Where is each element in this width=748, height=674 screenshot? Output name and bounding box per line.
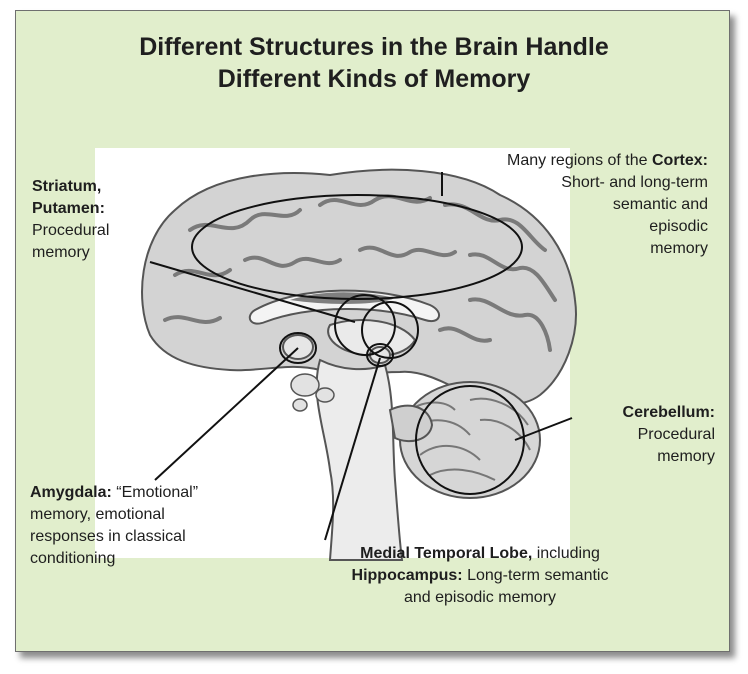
amygdala-shape [283, 335, 313, 359]
medial-temporal-line3: and episodic memory [290, 587, 670, 609]
diagram-title-line2: Different Kinds of Memory [0, 64, 748, 94]
medial-temporal-name: Medial Temporal Lobe, [360, 545, 532, 562]
amygdala-desc-4: conditioning [30, 548, 198, 570]
cerebellum-desc-2: memory [623, 446, 715, 468]
cerebellum-desc-1: Procedural [623, 424, 715, 446]
amygdala-desc-3: responses in classical [30, 526, 198, 548]
hippocampus-desc: Long-term semantic [463, 567, 609, 584]
striatum-desc-2: memory [32, 242, 109, 264]
cortex-desc-1: Short- and long-term [507, 172, 708, 194]
cerebellum-name: Cerebellum: [623, 404, 715, 421]
medial-temporal-label: Medial Temporal Lobe, including Hippocam… [290, 543, 670, 609]
cortex-prefix: Many regions of the [507, 152, 652, 169]
cerebellum-label: Cerebellum: Procedural memory [623, 402, 715, 468]
cortex-label: Many regions of the Cortex: Short- and l… [507, 150, 708, 260]
amygdala-desc-1: “Emotional” [112, 484, 198, 501]
cortex-name: Cortex: [652, 152, 708, 169]
medial-temporal-name-rest: including [532, 545, 600, 562]
striatum-label: Striatum, Putamen: Procedural memory [32, 176, 109, 264]
hippocampus-name: Hippocampus: [352, 567, 463, 584]
cortex-desc-4: memory [507, 238, 708, 260]
striatum-name-1: Striatum, [32, 178, 101, 195]
striatum-name-2: Putamen: [32, 200, 105, 217]
amygdala-desc-2: memory, emotional [30, 504, 198, 526]
amygdala-label: Amygdala: “Emotional” memory, emotional … [30, 482, 198, 570]
striatum-desc-1: Procedural [32, 220, 109, 242]
amygdala-name: Amygdala: [30, 484, 112, 501]
cortex-desc-3: episodic [507, 216, 708, 238]
diagram-title-line1: Different Structures in the Brain Handle [0, 32, 748, 62]
pons [390, 406, 432, 441]
cortex-desc-2: semantic and [507, 194, 708, 216]
